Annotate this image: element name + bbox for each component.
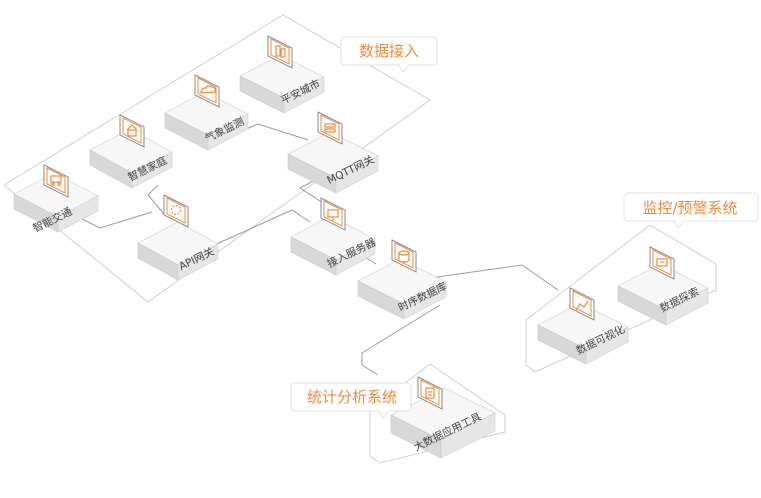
node-safe-city[interactable]: 平安城市 bbox=[239, 35, 325, 114]
connector-traffic-api bbox=[77, 211, 153, 229]
callout-statistics: 统计分析系统 bbox=[290, 382, 412, 419]
node-data-explore[interactable]: 数据探索 bbox=[617, 246, 709, 326]
node-bigdata-tools[interactable]: 大数据应用工具 bbox=[390, 376, 496, 459]
server-icon bbox=[327, 209, 339, 221]
connector-api-server bbox=[211, 209, 311, 247]
node-visualization[interactable]: 数据可视化 bbox=[537, 287, 629, 365]
node-api-gateway[interactable]: API网关 bbox=[137, 194, 219, 281]
node-smart-home[interactable]: 智慧家庭 bbox=[89, 114, 173, 189]
gear-icon bbox=[170, 204, 182, 216]
node-mqtt-gateway[interactable]: MQTT网关 bbox=[287, 111, 379, 194]
connector-tsdb-monitor bbox=[429, 264, 559, 291]
cloud-icon bbox=[200, 85, 216, 94]
search-chart-icon bbox=[656, 258, 668, 267]
callout-label: 监控/预警系统 bbox=[642, 199, 737, 217]
callout-monitoring: 监控/预警系统 bbox=[623, 192, 759, 229]
stack-icon bbox=[324, 123, 336, 133]
house-icon bbox=[126, 124, 138, 137]
callout-label: 数据接入 bbox=[359, 42, 419, 60]
building-icon bbox=[275, 45, 286, 58]
document-icon bbox=[425, 387, 435, 399]
callout-data-access: 数据接入 bbox=[340, 36, 438, 73]
car-icon bbox=[50, 175, 62, 186]
database-icon bbox=[398, 250, 410, 263]
chart-icon bbox=[575, 300, 589, 311]
node-access-server[interactable]: 接入服务器 bbox=[290, 197, 378, 276]
connector-home-api bbox=[147, 184, 165, 215]
callout-label: 统计分析系统 bbox=[307, 388, 397, 406]
connector-tsdb-statistics bbox=[361, 304, 441, 376]
